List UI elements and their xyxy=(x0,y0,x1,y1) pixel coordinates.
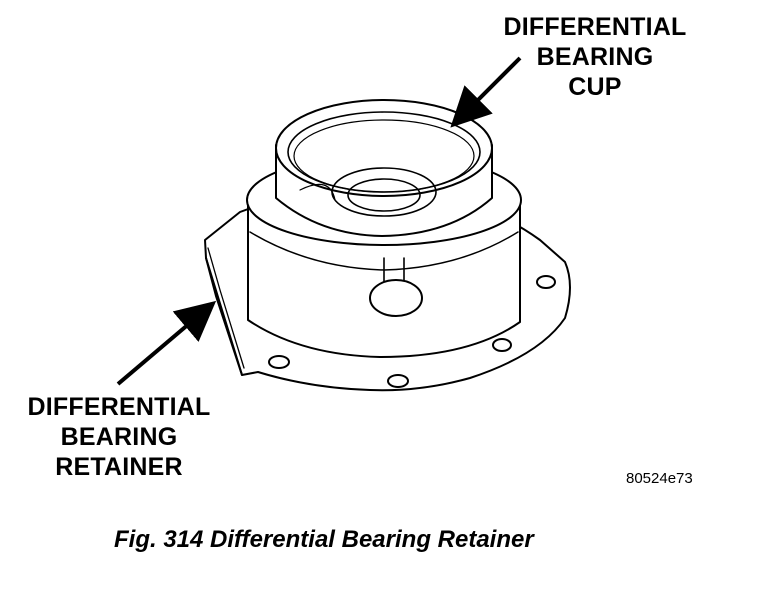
bolt-hole xyxy=(492,338,512,352)
retainer-leader-arrow xyxy=(116,300,217,386)
cup-outer-rim xyxy=(275,99,493,197)
callout-line: DIFFERENTIAL xyxy=(503,13,687,41)
inner-bore xyxy=(347,178,421,212)
cup-leader-arrow xyxy=(450,56,522,128)
callout-line: CUP xyxy=(568,73,622,101)
bolt-hole xyxy=(387,374,409,388)
callout-line: BEARING xyxy=(536,43,654,71)
callout-line: BEARING xyxy=(60,423,178,451)
hub-boss xyxy=(369,279,423,317)
callout-bearing-cup: DIFFERENTIAL BEARING CUP xyxy=(490,12,700,102)
figure-code: 80524e73 xyxy=(626,470,693,487)
callout-line: RETAINER xyxy=(55,453,183,481)
callout-line: DIFFERENTIAL xyxy=(27,393,211,421)
hub-notch xyxy=(383,257,405,283)
bolt-hole xyxy=(268,355,290,369)
figure-caption: Fig. 314 Differential Bearing Retainer xyxy=(114,526,534,553)
flange-edge xyxy=(205,257,243,376)
callout-bearing-retainer: DIFFERENTIAL BEARING RETAINER xyxy=(10,392,228,482)
bolt-hole xyxy=(536,275,556,289)
